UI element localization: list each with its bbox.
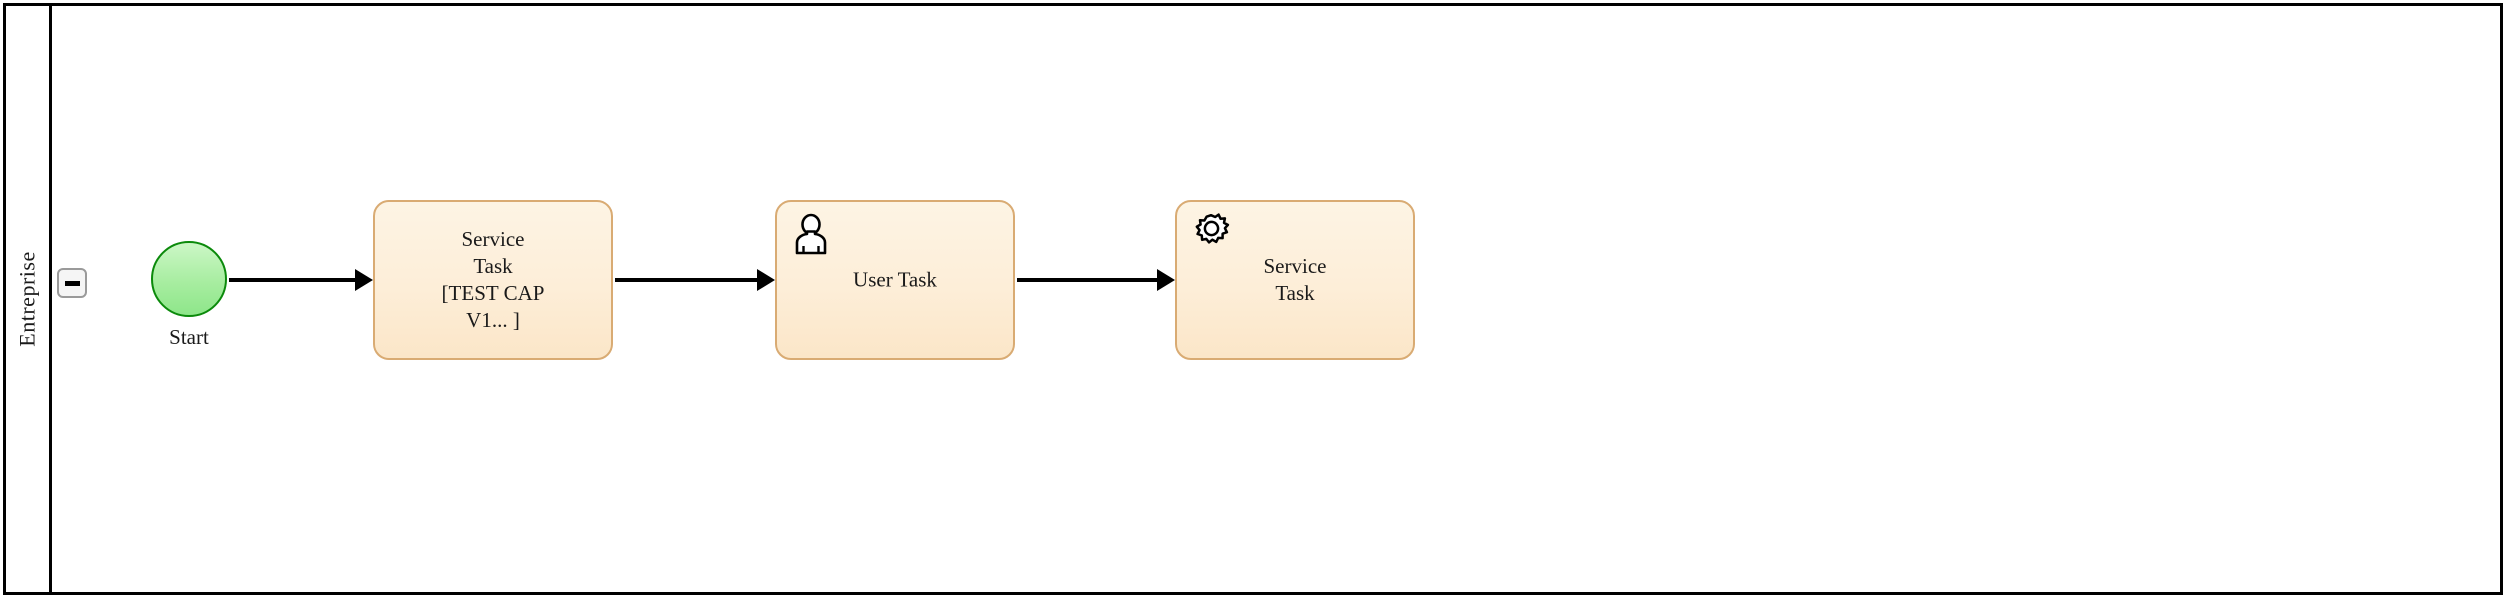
start-event[interactable]: [151, 241, 227, 317]
pool-header[interactable]: Entreprise: [6, 6, 52, 592]
task-user-label: User Task: [853, 267, 937, 292]
task-service-test-cap[interactable]: Service Task [TEST CAP V1... ]: [373, 200, 613, 360]
sequence-flow-2[interactable]: [615, 278, 757, 282]
pool-entreprise[interactable]: Entreprise: [3, 3, 2503, 595]
sequence-flow-1-arrowhead: [355, 269, 373, 291]
pool-collapse-toggle[interactable]: [57, 268, 87, 298]
minus-icon: [64, 280, 80, 286]
task-user[interactable]: User Task: [775, 200, 1015, 360]
task-service-test-cap-label: Service Task [TEST CAP V1... ]: [441, 227, 545, 332]
task-service-label: Service Task: [1263, 254, 1327, 305]
start-event-label: Start: [169, 325, 209, 349]
sequence-flow-1[interactable]: [229, 278, 355, 282]
sequence-flow-2-arrowhead: [757, 269, 775, 291]
sequence-flow-3-arrowhead: [1157, 269, 1175, 291]
sequence-flow-3[interactable]: [1017, 278, 1157, 282]
pool-name-label: Entreprise: [14, 251, 40, 347]
user-icon: [789, 212, 833, 256]
gear-icon: [1189, 212, 1233, 256]
task-service[interactable]: Service Task: [1175, 200, 1415, 360]
